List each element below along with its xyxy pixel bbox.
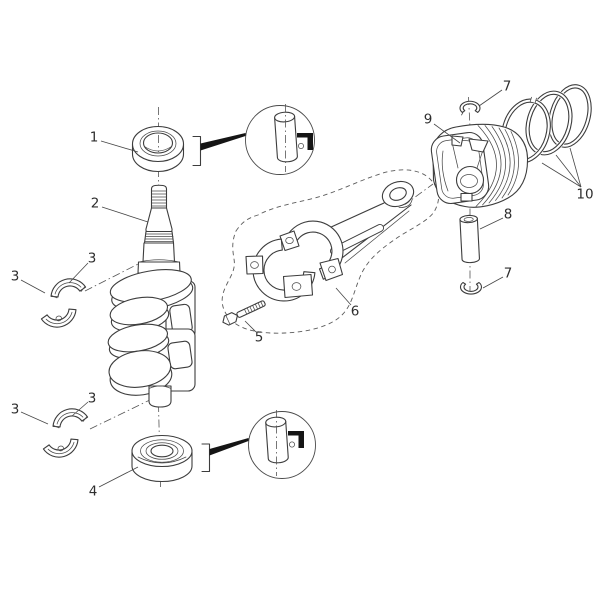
crankshaft-bottom-stub — [148, 385, 172, 408]
detail-pointer-bottom — [209, 438, 249, 456]
part-label-7: 7 — [503, 79, 512, 95]
part-label-7: 7 — [504, 266, 513, 282]
part-label-8: 8 — [504, 207, 513, 223]
detail-bracket-top — [192, 135, 202, 167]
clip-hook-bottom — [288, 431, 304, 448]
circlip-bottom — [459, 281, 483, 295]
crankshaft-taper — [145, 207, 173, 233]
part-label-6: 6 — [351, 304, 360, 320]
crankshaft-journal — [142, 242, 176, 263]
circlip-top — [459, 100, 481, 113]
part-label-3: 3 — [11, 269, 20, 285]
part-label-1: 1 — [90, 130, 99, 146]
detail-bracket-bottom — [201, 443, 211, 473]
conrod-cap — [245, 238, 316, 302]
part-label-10: 10 — [576, 187, 593, 203]
needle-roller-top — [274, 111, 298, 163]
part-label-5: 5 — [255, 330, 264, 346]
main-bearing-shell-pair-lower — [42, 404, 89, 462]
part-label-4: 4 — [89, 484, 98, 500]
crankshaft — [107, 184, 196, 408]
detail-circle-bottom — [248, 410, 316, 479]
connecting-rod — [245, 180, 415, 302]
piston — [430, 123, 529, 208]
part-label-2: 2 — [91, 196, 100, 212]
rod-bolt — [222, 300, 266, 326]
clip-hook-top — [297, 133, 313, 150]
part-labels: 1 2 3 3 3 3 4 5 6 7 7 8 9 10 — [11, 79, 594, 500]
detail-circle-top — [245, 104, 315, 175]
piston-ring-set — [500, 83, 593, 165]
detail-pointer-top — [200, 133, 246, 151]
conrod-assembly-outline — [221, 169, 439, 334]
part-label-3: 3 — [11, 402, 20, 418]
piston-ring-grooves — [475, 125, 519, 207]
upper-bearing — [131, 125, 185, 173]
part-label-9: 9 — [424, 112, 433, 128]
part-label-3: 3 — [88, 391, 97, 407]
conrod-small-end — [381, 180, 415, 208]
conrod-big-end-upper — [279, 220, 344, 282]
part-label-3: 3 — [88, 251, 97, 267]
piston-pin — [459, 214, 480, 264]
main-bearing-shell-pair — [40, 278, 87, 328]
lower-bearing — [131, 434, 193, 483]
needle-roller-bottom — [265, 416, 289, 464]
crankshaft-tip-threads — [151, 190, 167, 207]
leader-lines — [20, 89, 582, 488]
